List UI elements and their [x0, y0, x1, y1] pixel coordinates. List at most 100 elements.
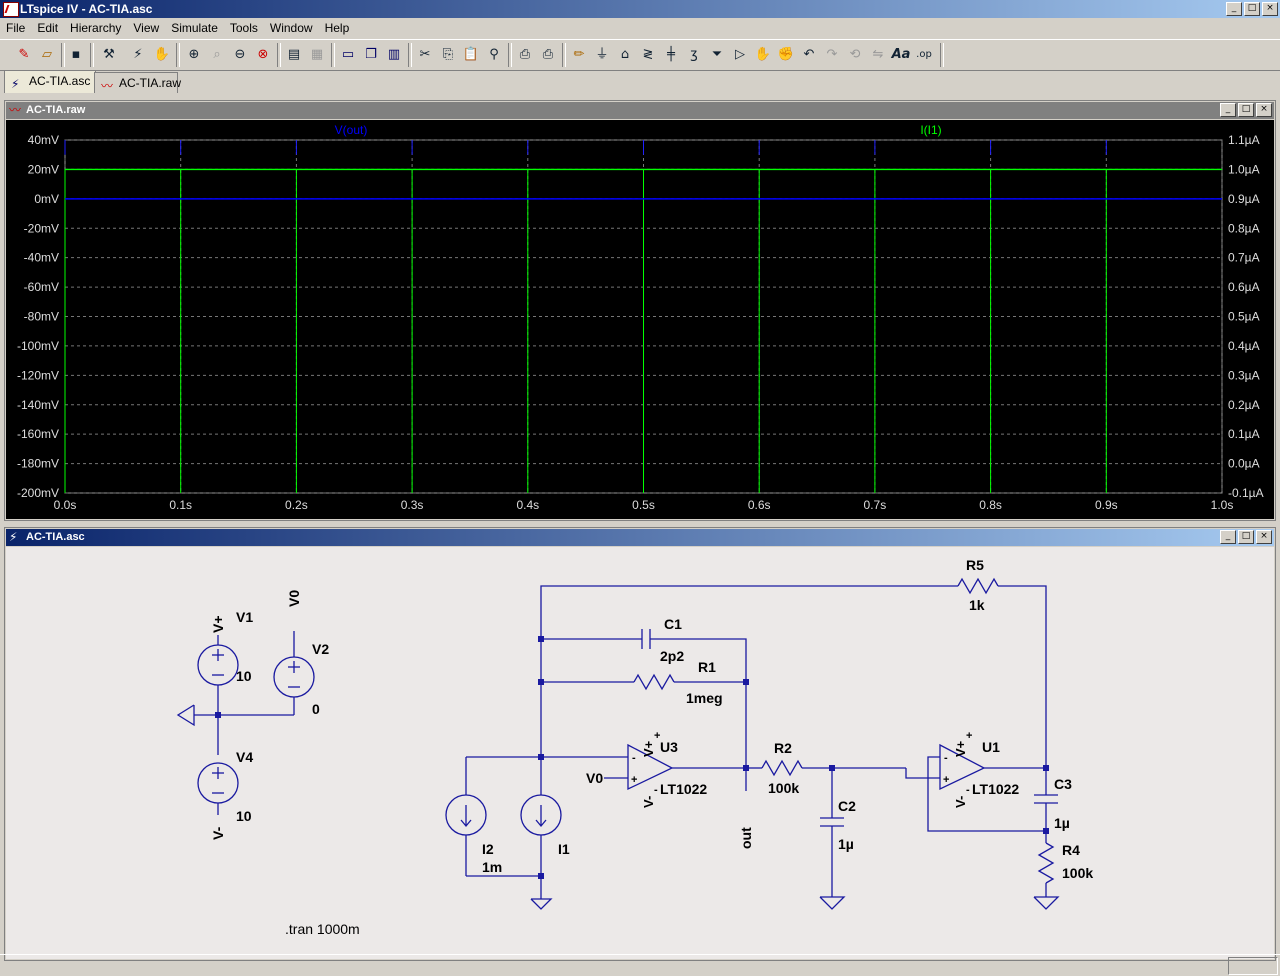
comp-value: 10	[236, 808, 252, 824]
zoom-in-icon[interactable]: ⊕	[188, 47, 200, 62]
pin-label: +	[966, 730, 972, 742]
move-icon[interactable]: ✋	[754, 47, 772, 62]
document-tabs: ⚡ AC-TIA.asc 〰 AC-TIA.raw	[0, 70, 1280, 93]
comp-value: 1µ	[1054, 815, 1070, 831]
cut-icon[interactable]: ✂	[419, 47, 431, 62]
minimize-button[interactable]: _	[1220, 103, 1236, 117]
component-icon[interactable]: ▷	[735, 47, 745, 62]
cascade-icon[interactable]: ❐	[365, 47, 377, 62]
menu-simulate[interactable]: Simulate	[171, 21, 218, 35]
grid-icon[interactable]: ▦	[310, 47, 324, 62]
schematic-canvas[interactable]: V1 10 V2 0 V4 10 R5 1k C1 2p2 R1 1meg U3…	[6, 547, 1274, 959]
comp-ref: C3	[1054, 776, 1072, 792]
halt-icon[interactable]: ✋	[153, 47, 171, 62]
resistor-icon[interactable]: ≷	[642, 47, 654, 62]
drag-icon[interactable]: ✊	[777, 47, 795, 62]
y2-tick-label: 0.1µA	[1228, 427, 1260, 441]
close-button[interactable]: ×	[1256, 103, 1272, 117]
tile-vertical-icon[interactable]: ▥	[387, 47, 401, 62]
comp-value: LT1022	[972, 781, 1019, 797]
schematic-window[interactable]: ⚡ AC-TIA.asc _ □ ×	[4, 527, 1276, 961]
trace-label-i-i1: I(I1)	[920, 123, 941, 137]
close-button[interactable]: ×	[1262, 2, 1278, 16]
zoom-cancel-icon[interactable]: ⊗	[257, 47, 269, 62]
menu-tools[interactable]: Tools	[229, 21, 258, 35]
menu-window[interactable]: Window	[269, 21, 313, 35]
menu-view[interactable]: View	[133, 21, 160, 35]
menu-help[interactable]: Help	[324, 21, 350, 35]
maximize-button[interactable]: □	[1238, 103, 1254, 117]
pin-label: +	[631, 774, 637, 786]
x-tick-label: 0.0s	[54, 498, 77, 512]
comp-ref: V1	[236, 609, 253, 625]
minimize-button[interactable]: _	[1226, 2, 1242, 16]
new-schematic-icon[interactable]: ✎	[18, 47, 30, 62]
comp-ref: I2	[482, 841, 494, 857]
copy-icon[interactable]: ⎘	[442, 47, 454, 62]
label-net-icon[interactable]: ⌂	[620, 47, 630, 62]
comp-value: 1µ	[838, 836, 854, 852]
waveform-icon: 〰	[9, 103, 22, 117]
net-label: V+	[641, 740, 656, 757]
ground-icon[interactable]: ⏚	[595, 47, 609, 62]
y2-tick-label: 1.1µA	[1228, 133, 1260, 147]
y2-tick-label: 0.7µA	[1228, 251, 1260, 265]
spice-directive[interactable]: .tran 1000m	[285, 921, 360, 937]
title-bar: LTspice IV - AC-TIA.asc _ □ ×	[0, 0, 1280, 18]
maximize-button[interactable]: □	[1238, 530, 1254, 544]
close-button[interactable]: ×	[1256, 530, 1272, 544]
net-label: V+	[953, 740, 968, 757]
minimize-button[interactable]: _	[1220, 530, 1236, 544]
print-setup-icon[interactable]: ⎙	[519, 47, 531, 62]
paste-icon[interactable]: 📋	[462, 47, 480, 62]
comp-value: LT1022	[660, 781, 707, 797]
save-icon[interactable]: ▪	[71, 47, 81, 62]
comp-ref: C1	[664, 616, 682, 632]
schematic-drawing[interactable]: V1 10 V2 0 V4 10 R5 1k C1 2p2 R1 1meg U3…	[6, 547, 1274, 959]
tab-schematic[interactable]: ⚡ AC-TIA.asc	[4, 70, 96, 93]
y2-tick-label: 0.6µA	[1228, 280, 1260, 294]
run-icon[interactable]: ⚡	[133, 47, 143, 62]
y-tick-label: -180mV	[17, 457, 59, 471]
comp-value: 1m	[482, 859, 502, 875]
comp-ref: V4	[236, 749, 253, 765]
x-tick-label: 1.0s	[1211, 498, 1234, 512]
draw-wire-icon[interactable]: ✏	[573, 47, 585, 62]
find-icon[interactable]: ⚲	[489, 47, 499, 62]
zoom-out-icon[interactable]: ⊖	[234, 47, 246, 62]
pan-icon[interactable]: ⌕	[213, 47, 221, 62]
comp-ref: U1	[982, 739, 1000, 755]
status-pane	[1228, 957, 1278, 975]
spice-directive-icon[interactable]: .op	[916, 49, 932, 60]
pin-label: +	[654, 730, 660, 742]
capacitor-icon[interactable]: ╪	[667, 47, 675, 62]
mirror-icon[interactable]: ⇋	[872, 47, 884, 62]
tab-waveform[interactable]: 〰 AC-TIA.raw	[94, 72, 181, 93]
y-tick-label: -160mV	[17, 427, 59, 441]
autorange-icon[interactable]: ▤	[287, 47, 301, 62]
x-tick-label: 0.4s	[516, 498, 539, 512]
rotate-icon[interactable]: ⟲	[849, 47, 861, 62]
maximize-button[interactable]: □	[1244, 2, 1260, 16]
y2-tick-label: 0.3µA	[1228, 368, 1260, 382]
y2-tick-label: 0.0µA	[1228, 457, 1260, 471]
tile-horizontal-icon[interactable]: ▭	[341, 47, 355, 62]
undo-icon[interactable]: ↶	[803, 47, 815, 62]
diode-icon[interactable]: ⏷	[711, 47, 723, 62]
print-icon[interactable]: ⎙	[542, 47, 554, 62]
menu-edit[interactable]: Edit	[37, 21, 59, 35]
control-panel-icon[interactable]: ⚒	[103, 47, 115, 62]
redo-icon[interactable]: ↷	[826, 47, 838, 62]
schematic-icon: ⚡	[9, 530, 18, 544]
menu-file[interactable]: File	[6, 21, 26, 35]
y-tick-label: -140mV	[17, 398, 59, 412]
schematic-window-titlebar[interactable]: ⚡ AC-TIA.asc _ □ ×	[6, 529, 1274, 546]
open-icon[interactable]: ▱	[42, 47, 52, 62]
inductor-icon[interactable]: ʒ	[690, 47, 698, 62]
waveform-window-titlebar[interactable]: 〰 AC-TIA.raw _ □ ×	[6, 102, 1274, 119]
text-icon[interactable]: Aa	[891, 47, 911, 62]
menu-hierarchy[interactable]: Hierarchy	[70, 21, 122, 35]
